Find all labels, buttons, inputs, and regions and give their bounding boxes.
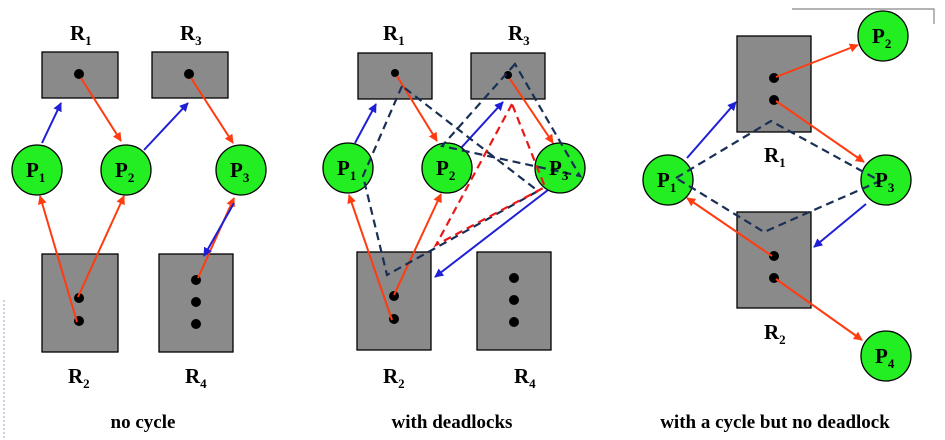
label-r4: R4 xyxy=(514,364,536,391)
panel-cycle-no-deadlock: R1 R2 P1 P2 P3 P4 with a cycle but no de… xyxy=(642,10,912,433)
resource-r2 xyxy=(41,253,119,353)
process-p3 xyxy=(860,154,912,206)
label-r1: R1 xyxy=(383,21,405,48)
assignment-edge-r3-p3 xyxy=(509,78,554,144)
process-p1 xyxy=(11,144,63,196)
assignment-edge-r2-p2 xyxy=(77,195,125,298)
label-r2: R2 xyxy=(764,320,786,347)
assignment-edge-r2-p2 xyxy=(393,193,442,296)
request-edge-p1-r1 xyxy=(686,101,737,159)
request-edge-p2-r3 xyxy=(143,102,189,151)
resource-instance xyxy=(191,297,201,307)
resource-instance xyxy=(769,95,779,105)
caption-with-deadlocks: with deadlocks xyxy=(392,412,513,433)
process-p4 xyxy=(860,330,912,382)
assignment-edge-r3-p3 xyxy=(190,77,234,144)
cycle-path xyxy=(673,119,883,234)
process-p3 xyxy=(215,144,267,196)
assignment-edge-r1-p3 xyxy=(775,100,865,163)
assignment-edge-r2-p4 xyxy=(775,278,863,341)
resource-instance xyxy=(74,69,84,79)
assignment-edge-r2-p1 xyxy=(37,195,78,323)
resource-instance xyxy=(391,69,399,77)
resource-instance xyxy=(74,293,84,303)
label-r2: R2 xyxy=(68,364,90,391)
resource-instance xyxy=(504,71,512,79)
label-r1: R1 xyxy=(764,143,786,170)
request-edge-p1-r1 xyxy=(41,102,62,144)
resource-instance xyxy=(509,273,519,283)
label-p4: P4 xyxy=(875,344,895,371)
label-r2: R2 xyxy=(383,364,405,391)
label-p3: P3 xyxy=(230,158,250,185)
label-p1: P1 xyxy=(337,156,356,183)
request-edge-p3-r2 xyxy=(434,189,549,278)
assignment-edge-r1-p2 xyxy=(80,77,122,142)
request-edge-p3-r4 xyxy=(203,202,235,257)
resource-instance xyxy=(769,273,779,283)
panel-with-deadlocks: R1 R3 R2 R4 P1 P2 P3 with deadlocks xyxy=(322,21,586,433)
assignment-edge-r4-p3 xyxy=(197,197,235,279)
label-r3: R3 xyxy=(180,21,202,48)
label-r3: R3 xyxy=(508,21,530,48)
deadlock-cycle-upper xyxy=(439,62,583,178)
request-edge-p3-r2 xyxy=(813,203,867,248)
assignment-edge-r2-p1 xyxy=(686,197,773,257)
label-r1: R1 xyxy=(70,21,92,48)
corner-decoration xyxy=(792,8,935,24)
resource-instance xyxy=(191,319,201,329)
request-edge-p2-r3 xyxy=(460,101,504,149)
label-p1: P1 xyxy=(657,168,676,195)
resource-instance xyxy=(509,317,519,327)
resource-instance xyxy=(509,295,519,305)
deadlock-cycle-red xyxy=(433,101,547,248)
label-p3: P3 xyxy=(549,156,569,183)
resource-instance xyxy=(769,251,779,261)
label-p2: P2 xyxy=(115,158,134,185)
panel-no-cycle: R1 R3 R2 R4 P1 P2 P3 no cycle xyxy=(11,21,267,433)
caption-no-cycle: no cycle xyxy=(111,412,176,433)
resource-r3 xyxy=(151,51,229,99)
process-p2 xyxy=(857,10,909,62)
resource-instance xyxy=(389,291,399,301)
label-p1: P1 xyxy=(26,158,45,185)
process-p2 xyxy=(100,144,152,196)
process-p2 xyxy=(421,142,473,194)
label-p2: P2 xyxy=(436,156,455,183)
label-p3: P3 xyxy=(875,168,895,195)
label-p2: P2 xyxy=(872,24,891,51)
caption-cycle-no-deadlock: with a cycle but no deadlock xyxy=(660,412,890,433)
request-edge-p1-r1 xyxy=(354,103,377,144)
assignment-edge-r2-p1 xyxy=(347,194,393,321)
resource-instance xyxy=(769,73,779,83)
assignment-edge-r1-p2 xyxy=(396,75,438,142)
assignment-edge-r1-p2 xyxy=(775,43,859,78)
resource-instance xyxy=(184,69,194,79)
process-p1 xyxy=(322,142,374,194)
process-p1 xyxy=(642,154,694,206)
label-r4: R4 xyxy=(185,364,207,391)
